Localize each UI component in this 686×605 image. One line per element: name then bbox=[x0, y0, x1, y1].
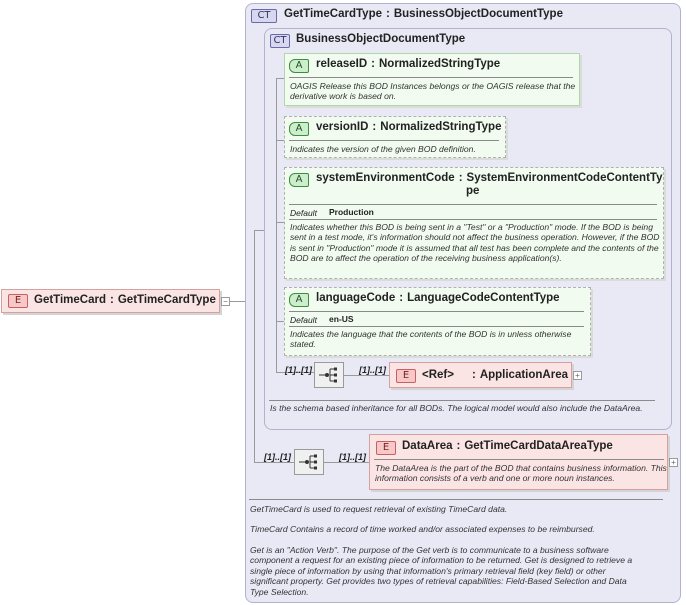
attribute-name: versionID bbox=[316, 121, 369, 133]
default-label: Default bbox=[290, 315, 317, 325]
divider bbox=[289, 140, 499, 141]
sequence-multiplicity: [1]..[1] bbox=[285, 365, 312, 375]
connector bbox=[344, 375, 390, 376]
element-title: <Ref>:ApplicationArea bbox=[422, 369, 568, 381]
sequence-multiplicity: [1]..[1] bbox=[264, 452, 291, 462]
root-element-box[interactable]: E GetTimeCard:GetTimeCardType bbox=[1, 289, 220, 313]
connector bbox=[254, 230, 255, 462]
attribute-version-id[interactable]: A versionID:NormalizedStringType Indicat… bbox=[284, 116, 506, 158]
attribute-doc: Indicates the language that the contents… bbox=[290, 329, 572, 350]
connector bbox=[276, 372, 314, 373]
data-area-element[interactable]: E DataArea:GetTimeCardDataAreaType The D… bbox=[369, 434, 668, 490]
element-doc: The DataArea is the part of the BOD that… bbox=[375, 463, 667, 484]
element-badge: E bbox=[376, 441, 396, 455]
inner-ct-doc: Is the schema based inheritance for all … bbox=[270, 403, 643, 413]
connector bbox=[230, 301, 246, 302]
default-label: Default bbox=[290, 208, 317, 218]
divider bbox=[289, 204, 657, 205]
connector bbox=[254, 462, 294, 463]
attribute-release-id[interactable]: A releaseID:NormalizedStringType OAGIS R… bbox=[284, 53, 580, 106]
connector bbox=[276, 78, 277, 372]
element-multiplicity: [1]..[1] bbox=[359, 365, 386, 375]
divider bbox=[289, 219, 657, 220]
attribute-type-line1: SystemEnvironmentCodeContentTy bbox=[466, 172, 663, 184]
connector bbox=[276, 140, 284, 141]
attribute-name: languageCode bbox=[316, 292, 396, 304]
root-element-type: GetTimeCardType bbox=[117, 294, 216, 306]
connector bbox=[276, 78, 284, 79]
connector bbox=[324, 462, 370, 463]
element-badge: E bbox=[8, 294, 28, 308]
application-area-expand-toggle[interactable]: + bbox=[573, 371, 582, 380]
root-expand-toggle[interactable]: − bbox=[221, 297, 230, 306]
complex-type-badge: CT bbox=[270, 34, 290, 48]
root-element-name: GetTimeCard bbox=[34, 294, 107, 306]
default-value: en-US bbox=[329, 314, 354, 324]
attribute-title: languageCode:LanguageCodeContentType bbox=[316, 292, 560, 304]
attribute-type-line2: pe bbox=[466, 185, 480, 197]
attribute-doc: Indicates whether this BOD is being sent… bbox=[290, 222, 660, 264]
connector bbox=[276, 222, 284, 223]
element-name: DataArea bbox=[402, 440, 453, 452]
attribute-title: systemEnvironmentCode:SystemEnvironmentC… bbox=[316, 172, 663, 184]
attribute-language-code[interactable]: A languageCode:LanguageCodeContentType D… bbox=[284, 287, 591, 356]
element-multiplicity: [1]..[1] bbox=[339, 452, 366, 462]
attribute-doc: OAGIS Release this BOD Instances belongs… bbox=[290, 81, 576, 102]
connector bbox=[254, 230, 265, 231]
divider bbox=[269, 400, 655, 401]
attribute-type: NormalizedStringType bbox=[380, 121, 502, 133]
data-area-expand-toggle[interactable]: + bbox=[669, 458, 678, 467]
attribute-title: versionID:NormalizedStringType bbox=[316, 121, 502, 133]
sequence-icon bbox=[319, 367, 337, 383]
divider bbox=[249, 499, 663, 500]
element-type: GetTimeCardDataAreaType bbox=[464, 440, 613, 452]
root-element-title: GetTimeCard:GetTimeCardType bbox=[34, 294, 216, 306]
element-type: ApplicationArea bbox=[479, 369, 568, 381]
inner-ct-title: BusinessObjectDocumentType bbox=[296, 33, 466, 45]
outer-ct-name: GetTimeCardType bbox=[284, 8, 382, 20]
connector bbox=[276, 321, 284, 322]
outer-ct-title: GetTimeCardType:BusinessObjectDocumentTy… bbox=[284, 8, 563, 20]
element-ref: <Ref> bbox=[422, 369, 454, 381]
complex-type-badge: CT bbox=[251, 9, 277, 23]
sequence-compositor[interactable] bbox=[314, 362, 344, 388]
attribute-badge: A bbox=[289, 122, 309, 136]
attribute-title: releaseID:NormalizedStringType bbox=[316, 58, 501, 70]
attribute-type: LanguageCodeContentType bbox=[407, 292, 560, 304]
divider bbox=[289, 311, 584, 312]
divider bbox=[374, 459, 664, 460]
attribute-badge: A bbox=[289, 173, 309, 187]
element-badge: E bbox=[396, 369, 416, 383]
attribute-name: systemEnvironmentCode bbox=[316, 172, 455, 184]
sequence-compositor[interactable] bbox=[294, 449, 324, 475]
application-area-element[interactable]: E <Ref>:ApplicationArea bbox=[389, 362, 572, 388]
outer-ct-type: BusinessObjectDocumentType bbox=[393, 8, 563, 20]
attribute-doc: Indicates the version of the given BOD d… bbox=[290, 144, 476, 154]
attribute-name: releaseID bbox=[316, 58, 368, 70]
outer-doc-p2: TimeCard Contains a record of time worke… bbox=[250, 524, 595, 534]
element-title: DataArea:GetTimeCardDataAreaType bbox=[402, 440, 613, 452]
outer-doc-p1: GetTimeCard is used to request retrieval… bbox=[250, 504, 508, 514]
attribute-type: NormalizedStringType bbox=[379, 58, 501, 70]
default-value: Production bbox=[329, 207, 374, 217]
sequence-icon bbox=[299, 454, 317, 470]
outer-doc-p3: Get is an "Action Verb". The purpose of … bbox=[250, 545, 633, 597]
attribute-system-environment-code[interactable]: A systemEnvironmentCode:SystemEnvironmen… bbox=[284, 167, 664, 279]
attribute-badge: A bbox=[289, 59, 309, 73]
divider bbox=[289, 77, 573, 78]
divider bbox=[289, 326, 584, 327]
attribute-badge: A bbox=[289, 293, 309, 307]
